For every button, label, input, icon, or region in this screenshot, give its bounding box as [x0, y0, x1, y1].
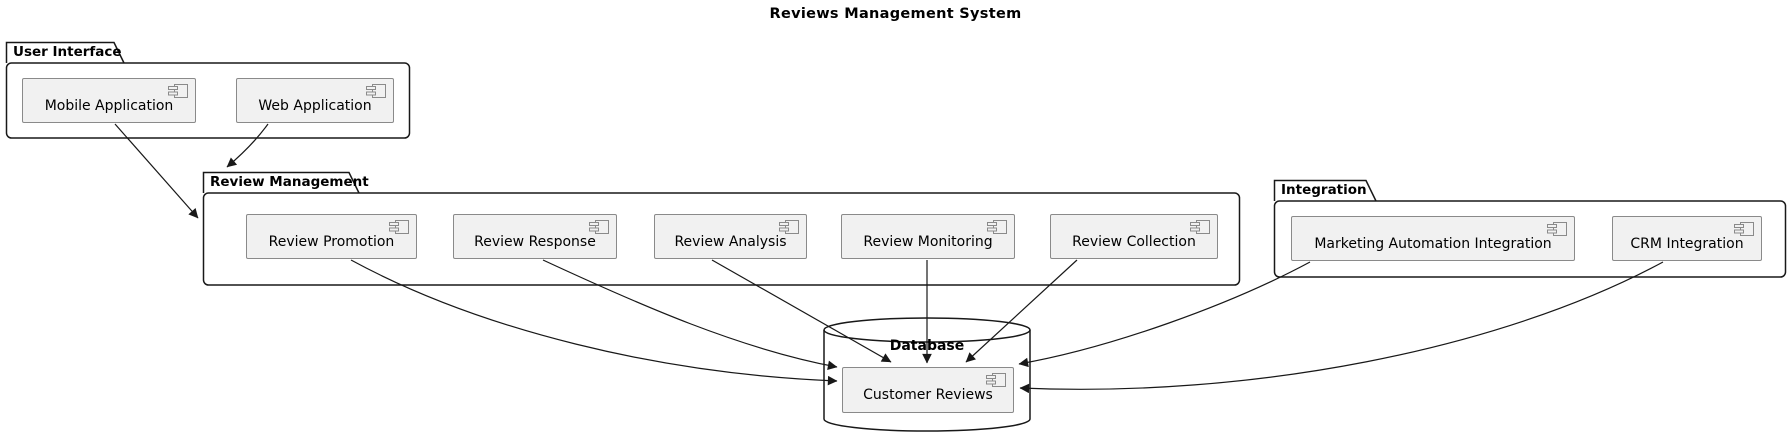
component-label: Review Monitoring — [863, 233, 993, 250]
component-review-monitoring: Review Monitoring — [841, 214, 1015, 259]
component-mobile-application: Mobile Application — [22, 78, 196, 123]
component-label: Review Collection — [1072, 233, 1196, 250]
component-icon — [1547, 222, 1567, 236]
component-icon — [987, 220, 1007, 234]
package-label-integration: Integration — [1281, 182, 1367, 198]
component-icon — [1190, 220, 1210, 234]
component-review-response: Review Response — [453, 214, 617, 259]
component-icon — [589, 220, 609, 234]
edge-crm-integration-to-customer-reviews — [1019, 261, 1664, 394]
component-icon — [779, 220, 799, 234]
edge-review-collection-to-customer-reviews — [965, 259, 1078, 363]
component-label: Customer Reviews — [863, 387, 993, 403]
component-icon — [1734, 222, 1754, 236]
package-label-review-management: Review Management — [210, 174, 369, 190]
component-icon — [389, 220, 409, 234]
component-label: Marketing Automation Integration — [1314, 235, 1552, 252]
component-label: Mobile Application — [44, 97, 174, 114]
component-customer-reviews: Customer Reviews — [842, 367, 1014, 413]
edge-web-application-to-review-management — [226, 123, 269, 168]
package-label-user-interface: User Interface — [13, 44, 122, 60]
component-crm-integration: CRM Integration — [1612, 216, 1762, 261]
component-icon — [168, 84, 188, 98]
component-label: Review Response — [474, 233, 596, 250]
component-web-application: Web Application — [236, 78, 394, 123]
diagram-title: Reviews Management System — [769, 6, 1022, 22]
edge-review-response-to-customer-reviews — [542, 259, 838, 371]
component-marketing-automation-integration: Marketing Automation Integration — [1291, 216, 1575, 261]
component-icon — [366, 84, 386, 98]
edge-mobile-application-to-review-management — [114, 123, 199, 219]
edge-marketing-automation-integration-to-customer-reviews — [1018, 261, 1311, 368]
component-label: Review Analysis — [674, 233, 787, 250]
database-label: Database — [889, 338, 965, 354]
component-review-collection: Review Collection — [1050, 214, 1218, 259]
edge-review-promotion-to-customer-reviews — [350, 259, 838, 386]
component-label: Review Promotion — [268, 233, 395, 250]
component-label: Web Application — [258, 97, 372, 114]
component-review-analysis: Review Analysis — [654, 214, 807, 259]
component-icon — [986, 373, 1006, 387]
component-review-promotion: Review Promotion — [246, 214, 417, 259]
component-label: CRM Integration — [1630, 235, 1744, 252]
edge-review-analysis-to-customer-reviews — [711, 259, 892, 363]
